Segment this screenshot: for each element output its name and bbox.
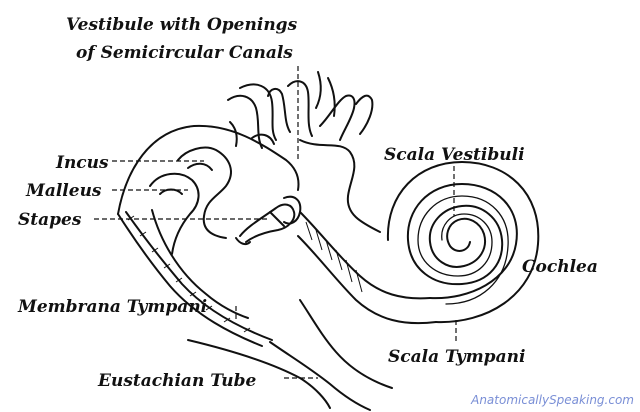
semicircular-canal-openings xyxy=(227,71,374,149)
labels: Vestibule with Openings of Semicircular … xyxy=(17,15,598,391)
label-scala-vestibuli: Scala Vestibuli xyxy=(384,145,525,165)
cochlea-spiral xyxy=(386,161,540,324)
label-vestibule-line1: Vestibule with Openings xyxy=(66,15,298,35)
label-vestibule-line2: of Semicircular Canals xyxy=(76,43,293,63)
cochlear-duct xyxy=(297,211,437,325)
label-eustachian-tube: Eustachian Tube xyxy=(97,371,257,391)
incus-bone xyxy=(177,146,232,239)
label-incus: Incus xyxy=(55,153,109,173)
watermark-text: AnatomicallySpeaking.com xyxy=(470,393,634,407)
malleus-bone xyxy=(149,172,200,255)
label-malleus: Malleus xyxy=(25,181,102,201)
ear-drawing xyxy=(117,71,540,411)
eustachian-tube-outline xyxy=(187,339,331,409)
label-cochlea: Cochlea xyxy=(522,257,598,277)
vestibule xyxy=(299,139,381,233)
stapes-bone xyxy=(239,203,296,243)
label-stapes: Stapes xyxy=(18,210,82,230)
leader-lines xyxy=(94,66,457,379)
membrana-tympani-band xyxy=(117,211,273,347)
label-scala-tympani: Scala Tympani xyxy=(388,347,525,367)
label-membrana-tympani: Membrana Tympani xyxy=(17,297,207,317)
middle-ear-wall xyxy=(117,124,300,215)
